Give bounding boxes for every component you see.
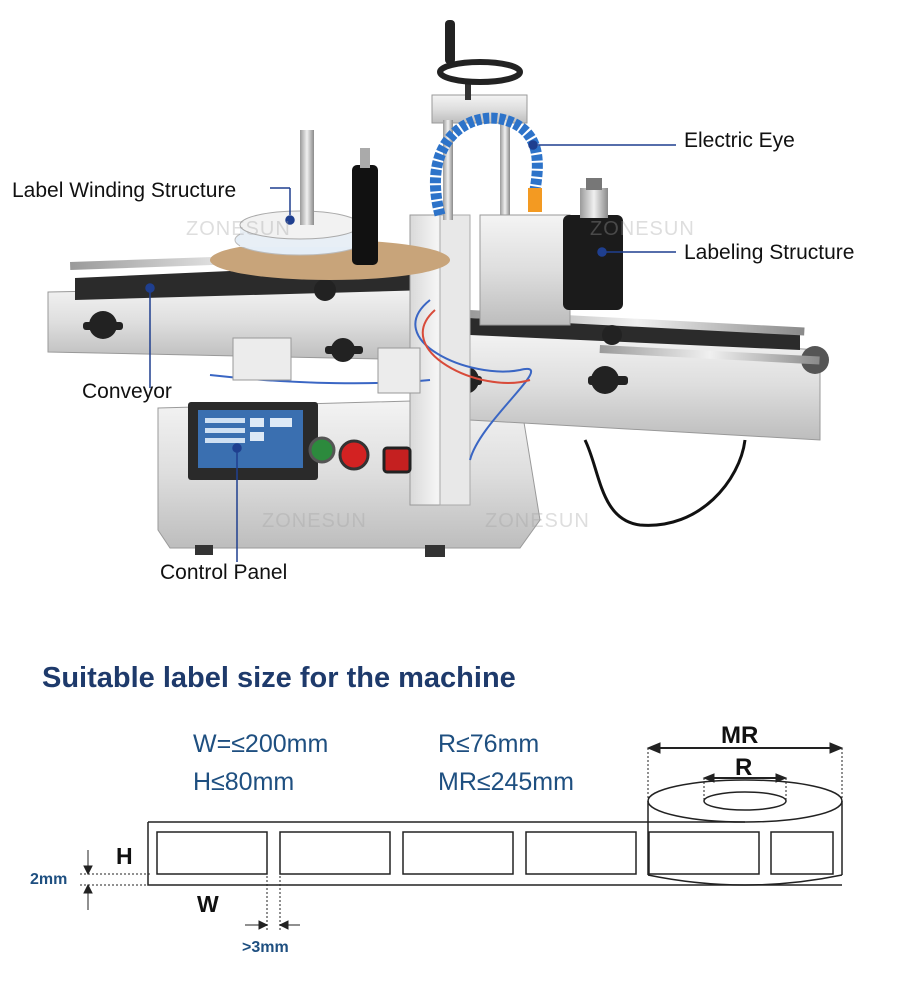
- dim-h: H: [116, 843, 133, 869]
- dim-gap-horizontal: >3mm: [242, 939, 289, 956]
- label-3: [402, 831, 514, 875]
- handwheel: [437, 59, 523, 85]
- label-6: [770, 831, 834, 875]
- winding-roller: [352, 165, 378, 265]
- dim-mr: MR: [721, 722, 759, 749]
- watermark: ZONESUN: [262, 510, 367, 532]
- label-1: [156, 831, 268, 875]
- callout-electric-eye: Electric Eye: [684, 129, 795, 152]
- callout-conveyor: Conveyor: [82, 380, 172, 403]
- emergency-stop: [338, 439, 370, 471]
- labeling-machine-illustration: [47, 20, 829, 562]
- label-5: [648, 831, 760, 875]
- dim-r: R: [735, 754, 753, 781]
- dim-gap-vertical: 2mm: [30, 871, 68, 888]
- electric-eye-hose: [429, 112, 543, 217]
- spec-radius: R≤76mm: [438, 730, 540, 758]
- green-button: [308, 436, 336, 464]
- watermark: ZONESUN: [590, 218, 695, 240]
- watermark: ZONESUN: [186, 218, 291, 240]
- dim-w: W: [197, 891, 219, 917]
- spec-width: W=≤200mm: [193, 730, 329, 758]
- labeling-motor: [563, 215, 623, 310]
- spec-height: H≤80mm: [193, 768, 295, 796]
- power-switch: [382, 446, 412, 474]
- label-2: [279, 831, 391, 875]
- callout-labeling-structure: Labeling Structure: [684, 241, 855, 264]
- spec-max-radius: MR≤245mm: [438, 768, 574, 796]
- watermark: ZONESUN: [485, 510, 590, 532]
- label-roll-diagram: [80, 742, 844, 930]
- callout-label-winding-structure: Label Winding Structure: [12, 179, 237, 202]
- section-title: Suitable label size for the machine: [42, 662, 516, 694]
- callout-control-panel: Control Panel: [160, 561, 288, 584]
- label-4: [525, 831, 637, 875]
